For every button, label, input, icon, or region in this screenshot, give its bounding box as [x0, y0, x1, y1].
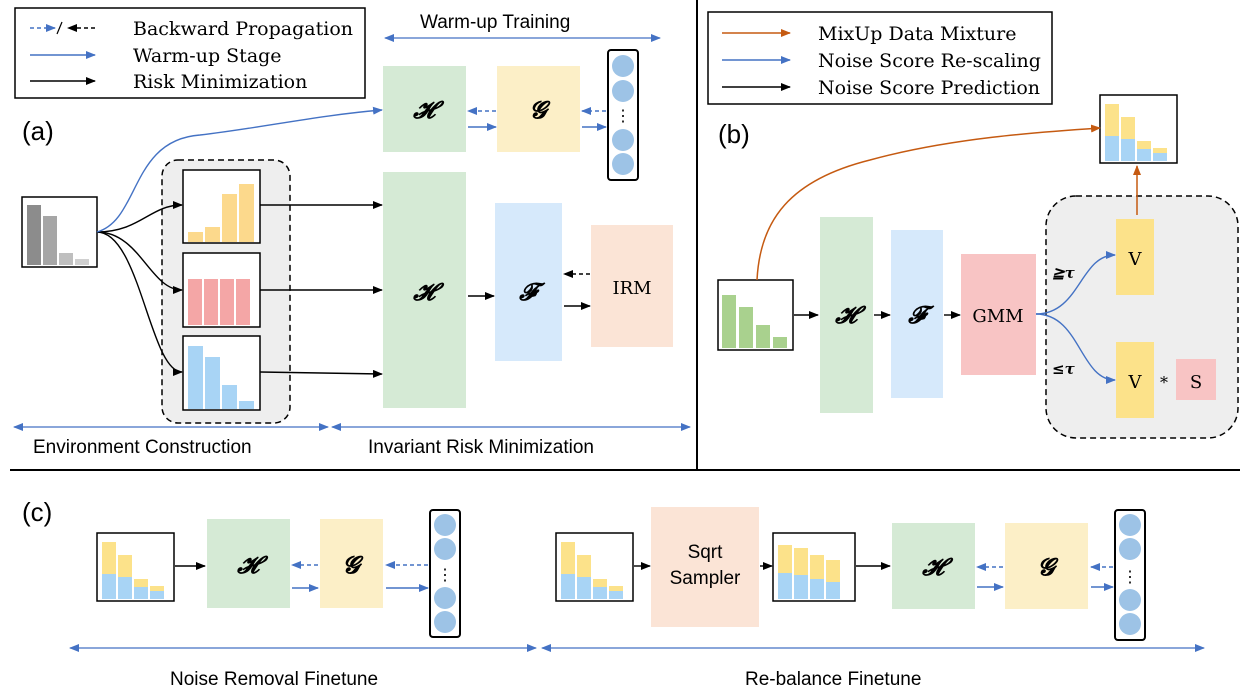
- input-histogram-gray: [21, 196, 98, 268]
- rebalance-finetune-label: Re-balance Finetune: [745, 669, 921, 690]
- input-histogram-green: [717, 279, 794, 351]
- output-neurons-c1: ⋮: [429, 509, 461, 638]
- main-h-block: [383, 172, 466, 408]
- legend-a: Backward Propagation Warm-up Stage Risk …: [14, 7, 366, 99]
- le-tau-label: ≤τ: [1052, 360, 1076, 378]
- panel-label-a: (a): [22, 116, 54, 146]
- h-block-c1: [207, 519, 290, 608]
- legend-predict-label: Noise Score Prediction: [818, 77, 1040, 99]
- v-block-lower: [1116, 342, 1154, 418]
- sqrt-sampler-line2: Sampler: [670, 568, 741, 589]
- mixed-histogram-c2: [555, 532, 634, 602]
- output-neurons-c2: ⋮: [1114, 509, 1146, 641]
- environment-3-histogram: [182, 335, 261, 411]
- legend-b: MixUp Data Mixture Noise Score Re-scalin…: [707, 11, 1053, 105]
- g-symbol-c2: 𝓖: [1038, 552, 1059, 581]
- panel-label-b: (b): [718, 119, 750, 149]
- mixup-curve-arrow: [756, 124, 1101, 281]
- output-mixed-histogram-b: [1099, 94, 1178, 164]
- arrow-to-env3: [96, 231, 183, 376]
- arrow-to-env1: [96, 201, 183, 233]
- multiply-symbol: *: [1160, 373, 1168, 392]
- mixed-histogram-c1: [96, 532, 175, 602]
- h-block-c2: [892, 523, 975, 609]
- neuron-ellipsis-a: ⋮: [615, 106, 631, 125]
- balanced-histogram-c2: [772, 532, 856, 602]
- arrow-gmm-to-v-upper: [1035, 251, 1116, 315]
- arrow-to-env2: [96, 231, 183, 294]
- environment-2-histogram: [182, 252, 261, 328]
- legend-risk-label: Risk Minimization: [133, 71, 307, 93]
- g-block-c2: [1005, 523, 1088, 609]
- irm-block: [591, 225, 673, 347]
- arrow-gmm-to-v-lower: [1035, 313, 1116, 384]
- gmm-label: GMM: [972, 306, 1023, 327]
- main-f-block: [495, 203, 562, 361]
- warmup-g-symbol: 𝓖: [530, 95, 551, 124]
- gmm-block: [961, 254, 1036, 375]
- panel-label-c: (c): [22, 497, 52, 527]
- arrow-env3-to-h: [259, 369, 383, 378]
- noise-removal-finetune-label: Noise Removal Finetune: [170, 669, 378, 690]
- ge-tau-label: ≧τ: [1052, 264, 1076, 282]
- g-symbol-c1: 𝓖: [343, 550, 364, 579]
- neuron-ellipsis-c1: ⋮: [437, 565, 453, 584]
- output-neurons-a: ⋮: [607, 49, 639, 181]
- s-label: S: [1190, 372, 1202, 393]
- sqrt-sampler-line1: Sqrt: [688, 542, 724, 563]
- legend-warmup-label: Warm-up Stage: [133, 45, 282, 67]
- warmup-g-block: [497, 66, 580, 152]
- h-block-b: [820, 217, 873, 413]
- s-block: [1176, 359, 1216, 400]
- g-block-c1: [320, 519, 383, 608]
- environment-1-histogram: [182, 169, 261, 244]
- warmup-h-block: [383, 66, 466, 152]
- warmup-curve-arrow: [96, 106, 383, 233]
- invariant-risk-minimization-label: Invariant Risk Minimization: [368, 437, 594, 458]
- legend-backward-label: Backward Propagation: [133, 18, 353, 40]
- sqrt-sampler-block: [651, 507, 759, 627]
- neuron-ellipsis-c2: ⋮: [1122, 567, 1138, 586]
- warmup-training-label: Warm-up Training: [420, 12, 570, 33]
- legend-rescale-label: Noise Score Re-scaling: [818, 50, 1041, 72]
- legend-mixup-label: MixUp Data Mixture: [818, 23, 1016, 45]
- v-label-upper: V: [1128, 249, 1143, 270]
- environment-construction-label: Environment Construction: [33, 437, 252, 458]
- irm-label: IRM: [612, 278, 651, 299]
- f-block-b: [891, 230, 943, 398]
- v-label-lower: V: [1128, 372, 1143, 393]
- v-block-upper: [1116, 219, 1154, 295]
